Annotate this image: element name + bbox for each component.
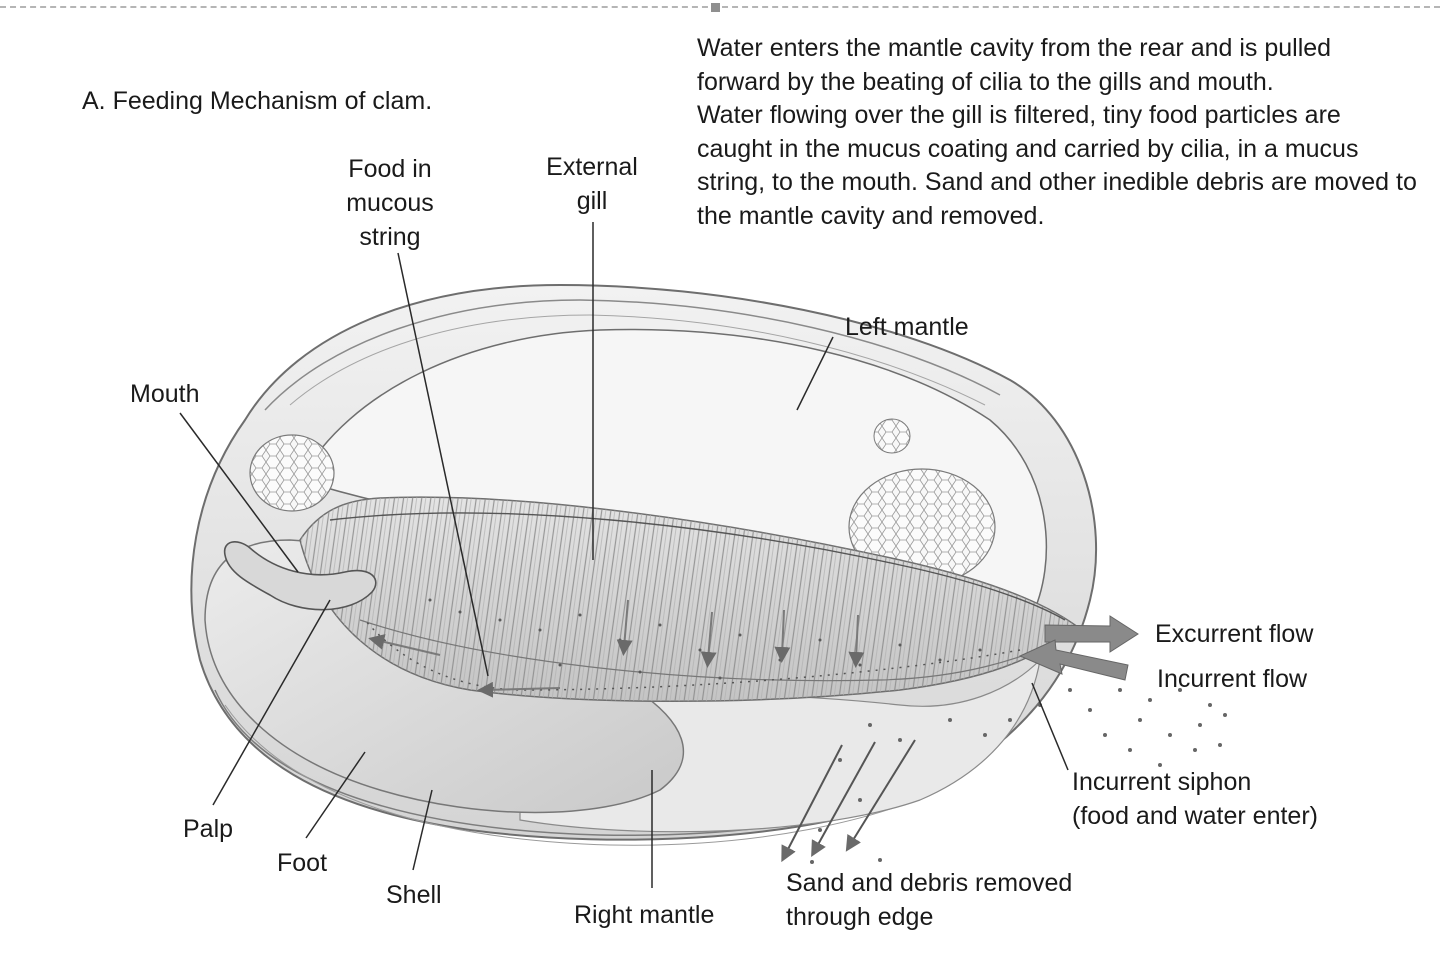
label-food-line-2: mucous (346, 189, 434, 217)
palp (223, 541, 377, 611)
label-foot: Foot (277, 849, 328, 877)
description-paragraph-1: Water enters the mantle cavity from the … (697, 34, 1332, 96)
label-siphon-line-1: Incurrent siphon (1072, 768, 1252, 796)
small-muscle-scar (873, 418, 911, 454)
label-excurrent-flow: Excurrent flow (1155, 620, 1314, 648)
label-sand-line-1: Sand and debris removed (786, 869, 1073, 897)
label-gill-line-1: External (546, 153, 638, 181)
label-right-mantle: Right mantle (574, 901, 715, 929)
excurrent-arrow (1044, 615, 1139, 653)
incurrent-arrow (1018, 639, 1129, 681)
label-mouth: Mouth (130, 380, 200, 408)
label-incurrent-flow: Incurrent flow (1157, 665, 1308, 693)
label-gill-line-2: gill (576, 187, 608, 215)
label-food-in-mucous-string: Food in mucous string (330, 152, 450, 254)
figure-title: A. Feeding Mechanism of clam. (82, 87, 433, 115)
label-external-gill: External gill (530, 150, 654, 218)
label-palp: Palp (183, 815, 234, 843)
label-food-line-1: Food in (348, 155, 432, 183)
label-incurrent-siphon: Incurrent siphon (food and water enter) (1072, 765, 1318, 833)
anterior-adductor-muscle (249, 434, 335, 512)
description-paragraph-2: Water flowing over the gill is filtered,… (697, 101, 1417, 230)
label-siphon-line-2: (food and water enter) (1072, 802, 1318, 830)
selection-frame-edge (0, 6, 1440, 8)
label-sand-line-2: through edge (786, 903, 934, 931)
label-food-line-3: string (359, 223, 421, 251)
label-sand-and-debris: Sand and debris removed through edge (786, 866, 1072, 934)
description-text: Water enters the mantle cavity from the … (697, 32, 1417, 234)
resize-handle[interactable] (711, 3, 720, 12)
label-shell: Shell (386, 881, 442, 909)
label-left-mantle: Left mantle (845, 313, 969, 341)
